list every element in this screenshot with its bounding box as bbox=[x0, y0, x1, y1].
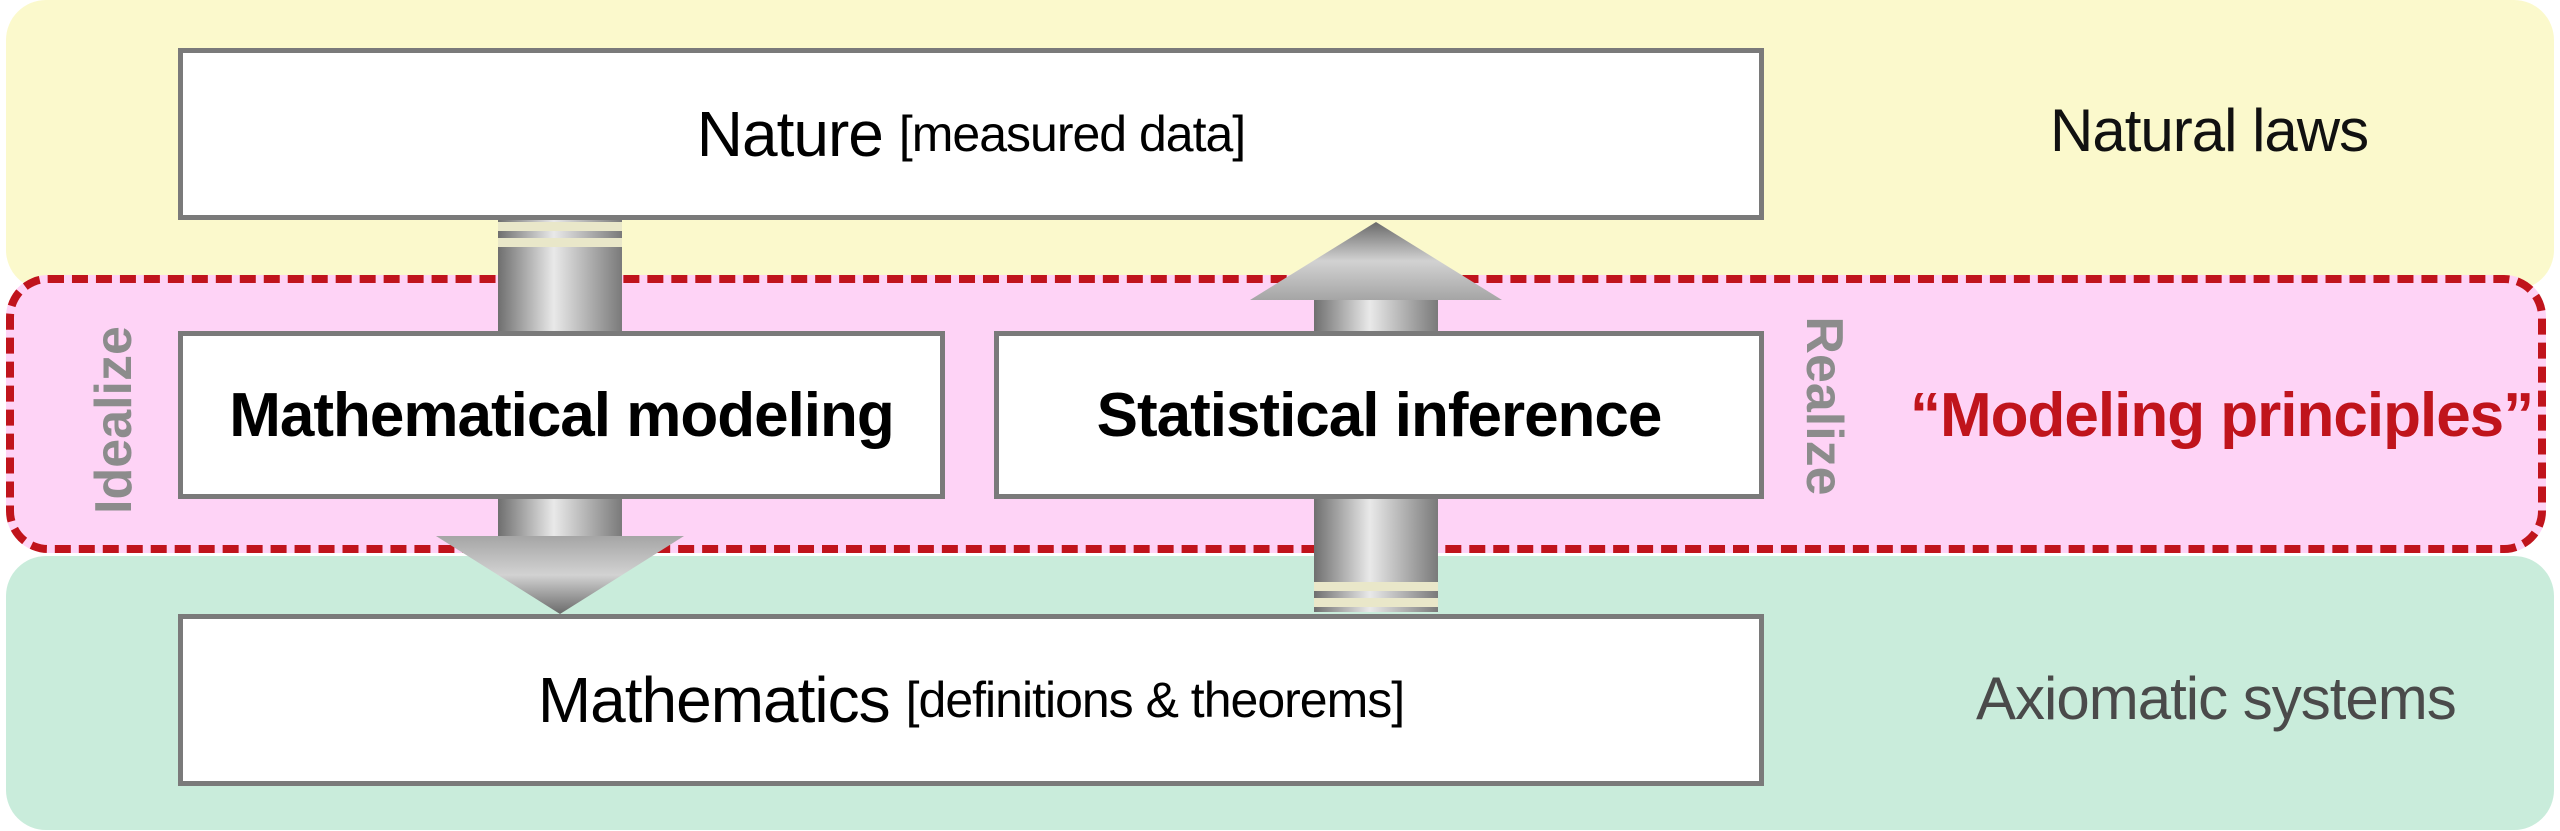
realize-label: Realize bbox=[1795, 316, 1853, 496]
realize-arrow-head bbox=[1250, 222, 1502, 300]
mathematical-modeling-label: Mathematical modeling bbox=[229, 380, 895, 450]
nature-box: Nature [measured data] bbox=[178, 48, 1764, 220]
idealize-arrow-stripe bbox=[498, 222, 622, 231]
statistical-inference-box: Statistical inference bbox=[994, 331, 1764, 499]
axiomatic-systems-label: Axiomatic systems bbox=[1976, 665, 2457, 732]
mathematical-modeling-box: Mathematical modeling bbox=[178, 331, 945, 499]
realize-arrow-stripe bbox=[1314, 582, 1438, 591]
modeling-principles-label: “Modeling principles” bbox=[1910, 381, 2534, 450]
idealize-label: Idealize bbox=[85, 326, 143, 514]
natural-laws-label: Natural laws bbox=[2050, 97, 2369, 164]
mathematics-box: Mathematics [definitions & theorems] bbox=[178, 614, 1764, 786]
statistical-inference-label: Statistical inference bbox=[1096, 380, 1663, 450]
mathematics-title: Mathematics bbox=[537, 664, 891, 736]
idealize-arrow-stripe bbox=[498, 238, 622, 247]
nature-detail: [measured data] bbox=[898, 106, 1246, 162]
mathematics-detail: [definitions & theorems] bbox=[905, 672, 1405, 728]
realize-arrow-stripe bbox=[1314, 598, 1438, 607]
idealize-arrow-head bbox=[436, 536, 684, 614]
nature-title: Nature bbox=[696, 98, 884, 170]
